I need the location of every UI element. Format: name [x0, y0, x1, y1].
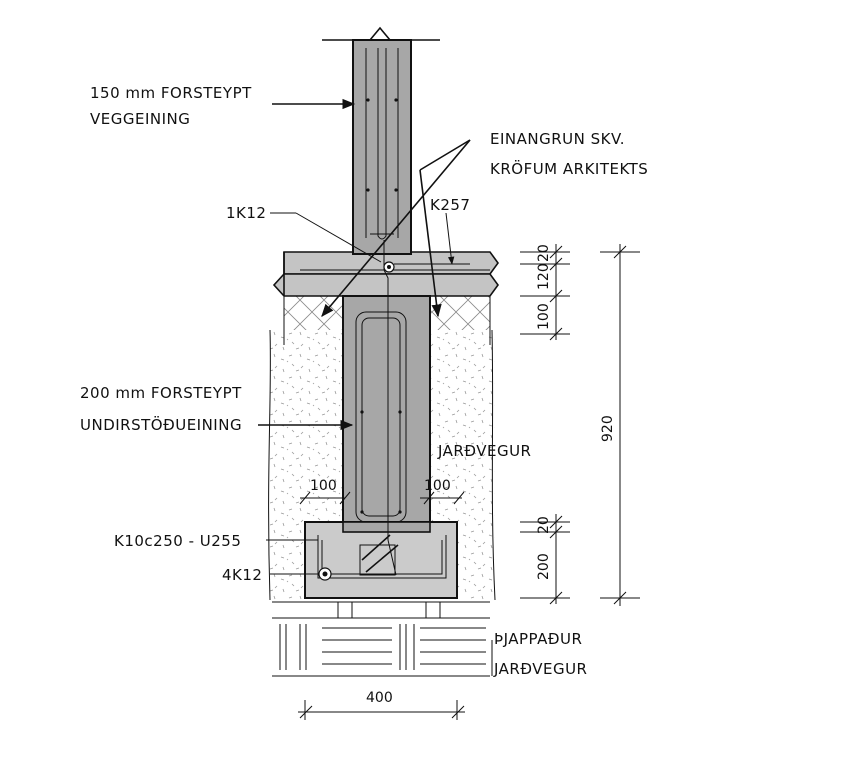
dim-footing-top: 20 — [536, 516, 552, 534]
compacted-soil-label-line1: ÞJAPPAÐUR — [494, 630, 582, 648]
insulation-label-line1: EINANGRUN SKV. — [490, 130, 625, 148]
precast-wall — [322, 26, 440, 255]
insulation-label-line2: KRÖFUM ARKITEKTS — [490, 159, 648, 178]
wall-label-line2: VEGGEINING — [90, 110, 190, 128]
rebar-1k12-core — [387, 265, 391, 269]
wall-label-line1: 150 mm FORSTEYPT — [90, 84, 252, 102]
dim-offset-right: 100 — [424, 478, 451, 494]
rebar-4k12-label: 4K12 — [222, 566, 262, 584]
rebar-4k12-core — [322, 571, 328, 577]
dim-footing: 200 — [536, 553, 552, 580]
leaders — [258, 98, 493, 676]
soil-label: JARÐVEGUR — [437, 442, 531, 460]
compacted-soil-label-line2: JARÐVEGUR — [493, 660, 587, 678]
dimension-lines — [298, 244, 640, 720]
footing-unit-label-line2: UNDIRSTÖÐUEINING — [80, 415, 242, 434]
spread-footing — [304, 521, 458, 599]
footing-unit-label-line1: 200 mm FORSTEYPT — [80, 384, 242, 402]
dim-slab-top: 20 — [536, 244, 552, 262]
dim-offset-left: 100 — [310, 478, 337, 494]
stirrup-label: K10c250 - U255 — [114, 532, 241, 550]
dim-total-height: 920 — [600, 415, 616, 442]
dim-slab: 120 — [536, 263, 552, 290]
dim-insulation: 100 — [536, 303, 552, 330]
dim-footing-width: 400 — [366, 690, 393, 706]
rebar-1k12-label: 1K12 — [226, 204, 266, 222]
soil-region — [268, 329, 496, 601]
compacted-soil — [272, 601, 490, 677]
footing-unit — [342, 295, 431, 532]
rebar-k257-label: K257 — [430, 196, 470, 214]
